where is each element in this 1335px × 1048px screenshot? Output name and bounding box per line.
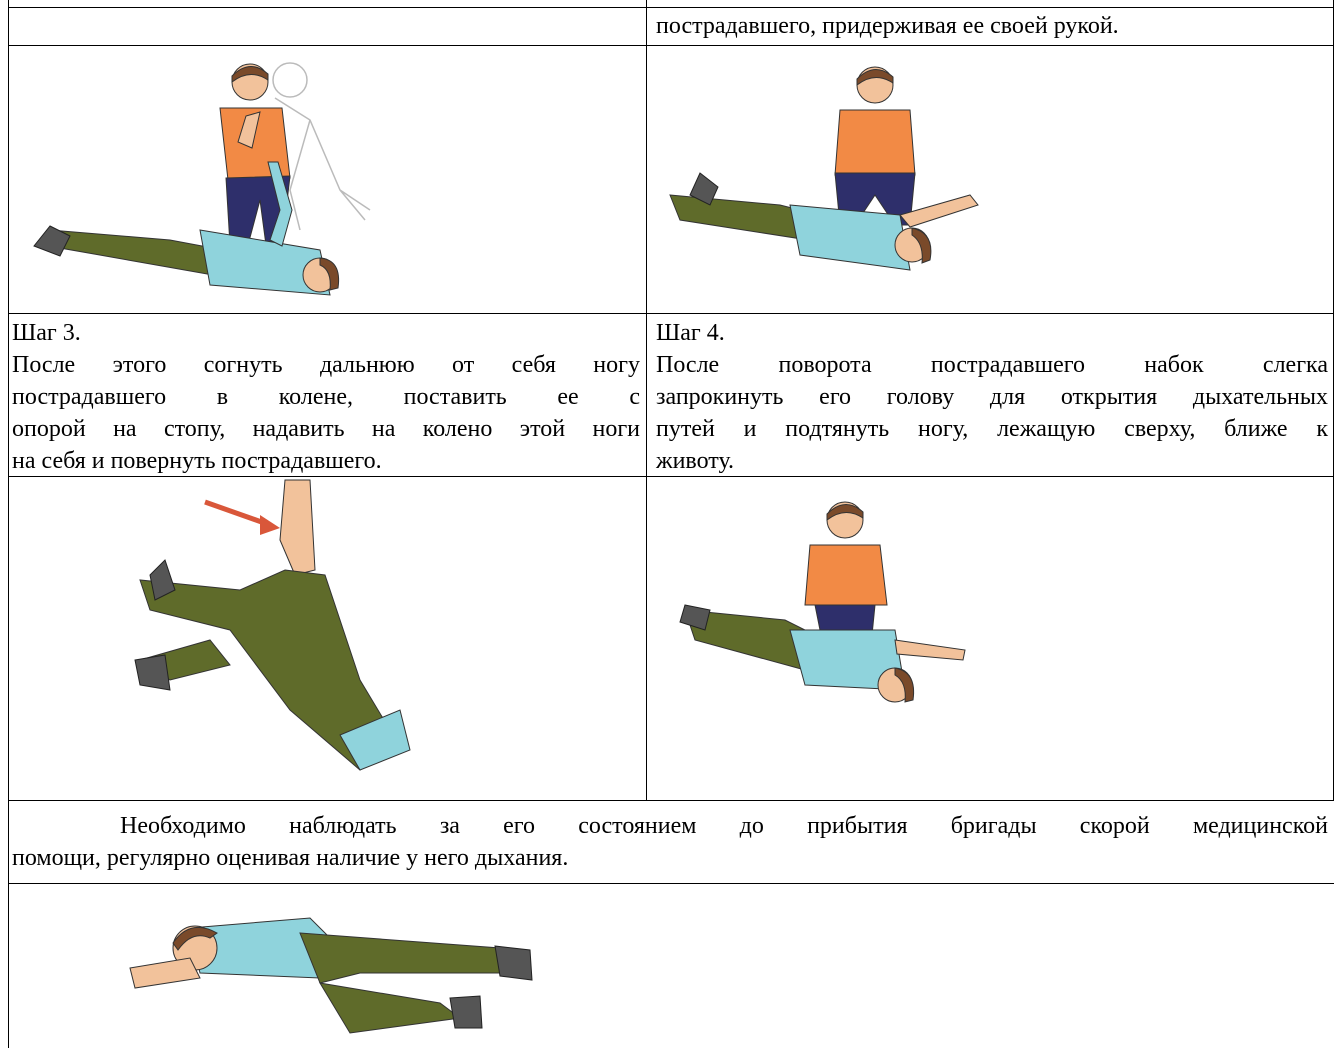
observation-line-1: Необходимо наблюдать за его состоянием д…	[12, 810, 1328, 842]
step3-line-3: опорой на стопу, надавить на колено этой…	[12, 413, 640, 445]
step3-title: Шаг 3.	[12, 317, 640, 349]
recovery-position-illustration	[120, 888, 550, 1043]
step3-line-4: на себя и повернуть пострадавшего.	[12, 445, 640, 477]
table-column-divider	[646, 0, 647, 800]
table-border-right	[1333, 0, 1334, 800]
step3-line-1: После этого согнуть дальнюю от себя ногу	[12, 349, 640, 381]
table-row-line-1	[8, 7, 1334, 8]
rescuer-extends-arm-illustration	[20, 50, 620, 305]
step4-line-3: путей и подтянуть ногу, лежащую сверху, …	[656, 413, 1328, 445]
step4-line-1: После поворота пострадавшего набок слегк…	[656, 349, 1328, 381]
table-row-line-6	[8, 883, 1334, 884]
step4-line-2: запрокинуть его голову для открытия дыха…	[656, 381, 1328, 413]
step4-line-4: животу.	[656, 445, 1328, 477]
top-right-fragment-text: пострадавшего, придерживая ее своей руко…	[656, 10, 1326, 42]
table-row-line-2	[8, 45, 1334, 46]
step4-title: Шаг 4.	[656, 317, 1328, 349]
bent-knee-push-illustration	[110, 480, 440, 790]
step3-line-2: пострадавшего в колене, поставить ее с	[12, 381, 640, 413]
rescuer-places-hand-under-cheek-illustration	[660, 55, 990, 290]
table-row-line-3	[8, 313, 1334, 314]
table-border-left	[8, 0, 9, 1048]
observation-line-2: помощи, регулярно оценивая наличие у нег…	[12, 842, 1328, 874]
victim-turned-on-side-illustration	[665, 480, 985, 730]
table-row-line-5	[8, 800, 1334, 801]
